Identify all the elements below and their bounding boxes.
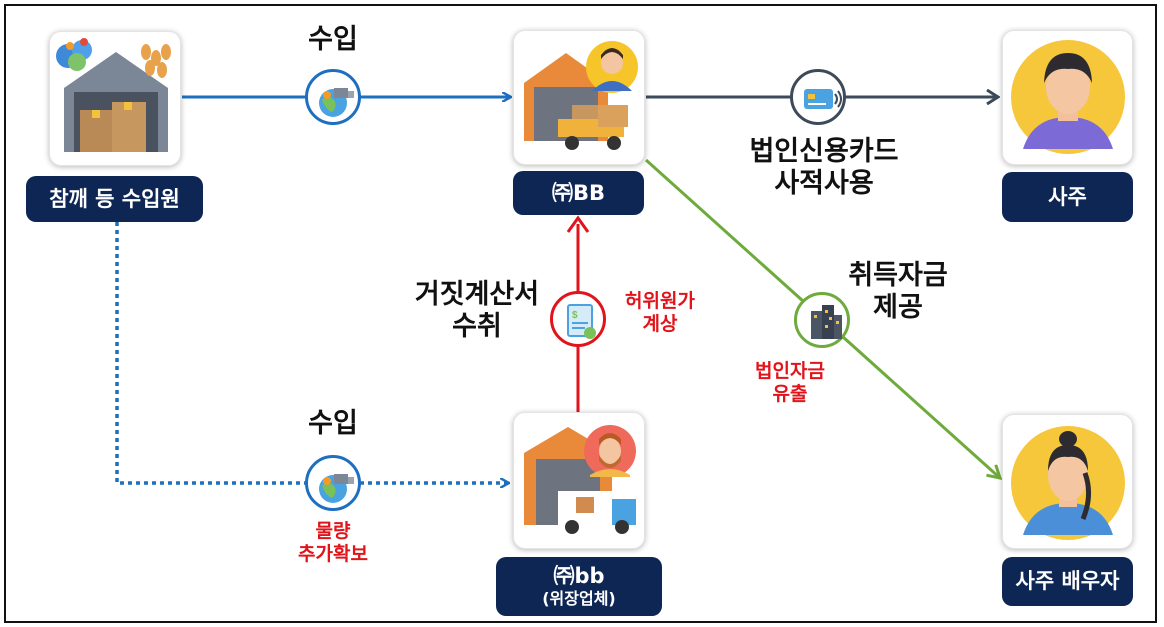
invoice-arrowhead xyxy=(566,215,590,233)
importer-warehouse-icon xyxy=(49,31,181,166)
office-building-icon xyxy=(794,292,850,348)
owner-label: 사주 xyxy=(1002,172,1133,222)
invoice-note: 허위원가 계상 xyxy=(608,290,712,336)
funds-label-line2: 제공 xyxy=(873,292,923,324)
spouse-avatar-icon xyxy=(1002,414,1133,549)
bb-small-label-text: ㈜bb xyxy=(553,564,605,589)
bb-small-label: ㈜bb (위장업체) xyxy=(496,557,662,616)
card-label: 법인신용카드 사적사용 xyxy=(732,136,916,201)
globe-truck-icon xyxy=(305,69,361,125)
funds-note-line2: 유출 xyxy=(772,383,808,406)
funds-label-line1: 취득자금 xyxy=(848,260,948,291)
invoice-note-line2: 계상 xyxy=(642,313,678,336)
bb-small-sub-text: (위장업체) xyxy=(542,589,616,609)
importer-label-text: 참깨 등 수입원 xyxy=(49,186,180,211)
owner-label-text: 사주 xyxy=(1048,184,1087,209)
import-arrow-bottom xyxy=(115,222,508,483)
invoice-label: 거짓계산서 수취 xyxy=(402,279,552,344)
invoice-label-line1: 거짓계산서 xyxy=(414,279,540,310)
spouse-label-text: 사주 배우자 xyxy=(1015,569,1120,594)
bb-small-warehouse-icon xyxy=(513,412,645,549)
invoice-note-line1: 허위원가 xyxy=(625,290,695,312)
import-bottom-note: 물량 추가확보 xyxy=(278,520,388,566)
import-bottom-label: 수입 xyxy=(308,408,358,439)
import-bottom-note-line2: 추가확보 xyxy=(298,543,368,566)
spouse-label: 사주 배우자 xyxy=(1002,557,1133,606)
invoice-document-icon: $ xyxy=(550,291,606,347)
credit-card-icon xyxy=(790,69,846,125)
importer-label: 참깨 등 수입원 xyxy=(26,176,203,222)
owner-avatar-icon xyxy=(1002,30,1133,165)
funds-label: 취득자금 제공 xyxy=(833,260,963,325)
svg-text:$: $ xyxy=(572,310,578,321)
funds-note: 법인자금 유출 xyxy=(735,360,845,406)
bb-corp-warehouse-icon xyxy=(513,30,645,165)
bb-corp-label: ㈜BB xyxy=(513,171,644,215)
invoice-label-line2: 수취 xyxy=(452,311,502,343)
diagram-frame xyxy=(4,4,1157,623)
bb-corp-label-text: ㈜BB xyxy=(551,180,605,205)
import-top-label: 수입 xyxy=(308,24,358,55)
import-bottom-note-line1: 물량 xyxy=(315,520,351,542)
card-label-line2: 사적사용 xyxy=(774,168,874,200)
funds-note-line1: 법인자금 xyxy=(755,360,825,382)
card-label-line1: 법인신용카드 xyxy=(749,136,899,167)
globe-truck-icon-bottom xyxy=(305,455,361,511)
